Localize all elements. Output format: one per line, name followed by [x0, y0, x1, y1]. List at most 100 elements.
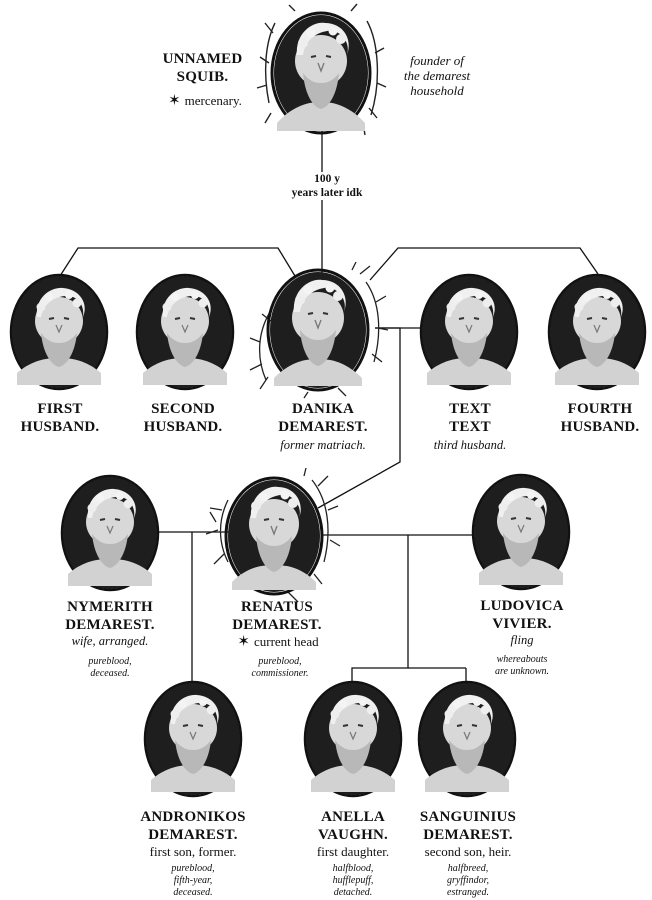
classical-statue-bust-portrait-icon: [205, 467, 341, 603]
time-gap-line1: 100 y: [314, 173, 340, 185]
danika-name-line1: DANIKA: [291, 401, 355, 417]
classical-statue-bust-portrait-icon: [9, 273, 109, 391]
classical-statue-bust-portrait-icon: [419, 273, 519, 391]
andronikos-portrait: [143, 680, 243, 798]
ludovica-portrait: [471, 473, 571, 591]
third-husband-role: third husband.: [433, 438, 507, 452]
second-husband-portrait: [135, 273, 235, 391]
ludovica-notes: whereabouts are unknown.: [472, 654, 572, 678]
renatus-portrait: [204, 467, 344, 604]
classical-statue-bust-portrait-icon: [417, 680, 517, 798]
anella-role: first daughter.: [316, 844, 390, 859]
anella-note3: detached.: [333, 887, 373, 898]
sanguinius-role: second son, heir.: [424, 844, 512, 859]
third-husband-line2: TEXT: [449, 419, 491, 435]
founder-note: founder of the demarest household: [392, 53, 482, 98]
second-husband-name: SECOND HUSBAND.: [133, 400, 233, 436]
asterisk-star-icon: ✶: [237, 634, 250, 650]
first-husband-portrait: [9, 273, 109, 391]
andronikos-note1: pureblood,: [171, 863, 215, 874]
fourth-husband-line1: FOURTH: [567, 401, 633, 417]
andronikos-note3: deceased.: [173, 887, 213, 898]
nymerith-role: wife, arranged.: [71, 634, 149, 648]
time-gap-line2: years later idk: [291, 187, 363, 199]
founder-role: ✶mercenary.: [150, 93, 260, 109]
anella-notes: halfblood, hufflepuff, detached.: [303, 863, 403, 899]
anella-name-line1: ANELLA: [321, 809, 385, 825]
andronikos-role: first son, former.: [149, 844, 237, 859]
fourth-husband-portrait: [547, 273, 647, 391]
founder-note-line2: the demarest: [403, 68, 471, 83]
founder-name-line1: UNNAMED: [162, 51, 243, 67]
renatus-name: RENATUS DEMAREST.: [222, 598, 332, 634]
sanguinius-name: SANGUINIUS DEMAREST.: [408, 808, 528, 844]
founder-note-line1: founder of: [410, 53, 464, 68]
andronikos-name: ANDRONIKOS DEMAREST.: [133, 808, 253, 844]
asterisk-star-icon: ✶: [168, 93, 181, 109]
classical-statue-bust-portrait-icon: [135, 273, 235, 391]
third-husband-line1: TEXT: [449, 401, 491, 417]
danika-portrait: [248, 261, 389, 399]
founder-role-text: mercenary.: [184, 93, 242, 108]
nymerith-note1: pureblood,: [88, 656, 132, 667]
classical-statue-bust-portrait-icon: [303, 680, 403, 798]
ludovica-name: LUDOVICA VIVIER.: [467, 597, 577, 633]
ludovica-name-line1: LUDOVICA: [480, 598, 564, 614]
classical-statue-bust-portrait-icon: [143, 680, 243, 798]
ludovica-note2: are unknown.: [494, 666, 550, 677]
nymerith-note2: deceased.: [90, 668, 130, 679]
renatus-note1: pureblood,: [258, 656, 302, 667]
anella-name-line2: VAUGHN.: [318, 827, 388, 843]
danika-name-line2: DEMAREST.: [278, 419, 368, 435]
classical-statue-bust-portrait-icon: [547, 273, 647, 391]
ludovica-role: fling: [510, 633, 534, 647]
renatus-name-line2: DEMAREST.: [232, 617, 322, 633]
danika-name: DANIKA DEMAREST.: [268, 400, 378, 436]
renatus-note2: commissioner.: [251, 668, 309, 679]
anella-note1: halfblood,: [332, 863, 374, 874]
anella-name: ANELLA VAUGHN.: [298, 808, 408, 844]
nymerith-name-line2: DEMAREST.: [65, 617, 155, 633]
nymerith-name-line1: NYMERITH: [67, 599, 153, 615]
sanguinius-note2: gryffindor,: [447, 875, 489, 886]
renatus-name-line1: RENATUS: [241, 599, 313, 615]
nymerith-notes: pureblood, deceased.: [60, 656, 160, 680]
anella-note2: hufflepuff,: [332, 875, 374, 886]
andronikos-name-line1: ANDRONIKOS: [140, 809, 246, 825]
andronikos-notes: pureblood, fifth-year, deceased.: [143, 863, 243, 899]
renatus-role-text: current head: [253, 634, 319, 649]
first-husband-line2: HUSBAND.: [20, 419, 100, 435]
renatus-role: ✶current head: [218, 634, 338, 650]
time-gap-note: 100 y years later idk: [282, 172, 372, 200]
second-husband-line1: SECOND: [151, 401, 215, 417]
classical-statue-bust-portrait-icon: [60, 474, 160, 592]
third-husband-portrait: [419, 273, 519, 391]
sanguinius-name-line2: DEMAREST.: [423, 827, 513, 843]
andronikos-note2: fifth-year,: [173, 875, 213, 886]
fourth-husband-name: FOURTH HUSBAND.: [548, 400, 652, 436]
classical-statue-bust-portrait-icon: [471, 473, 571, 591]
nymerith-name: NYMERITH DEMAREST.: [55, 598, 165, 634]
founder-note-line3: household: [410, 83, 464, 98]
founder-portrait: [255, 3, 387, 143]
fourth-husband-line2: HUSBAND.: [560, 419, 640, 435]
ludovica-name-line2: VIVIER.: [492, 616, 552, 632]
classical-statue-bust-portrait-icon: [249, 261, 389, 399]
founder-name: UNNAMED SQUIB.: [150, 50, 255, 86]
renatus-notes: pureblood, commissioner.: [230, 656, 330, 680]
danika-role: former matriach.: [280, 438, 366, 452]
anella-portrait: [303, 680, 403, 798]
sanguinius-note3: estranged.: [447, 887, 489, 898]
first-husband-name: FIRST HUSBAND.: [10, 400, 110, 436]
first-husband-line1: FIRST: [37, 401, 83, 417]
sanguinius-portrait: [417, 680, 517, 798]
nymerith-portrait: [60, 474, 160, 592]
third-husband-name: TEXT TEXT: [420, 400, 520, 436]
founder-name-line2: SQUIB.: [176, 69, 229, 85]
classical-statue-bust-portrait-icon: [256, 3, 387, 136]
andronikos-name-line2: DEMAREST.: [148, 827, 238, 843]
ludovica-note1: whereabouts: [496, 654, 548, 665]
sanguinius-name-line1: SANGUINIUS: [419, 809, 517, 825]
sanguinius-note1: halfbreed,: [447, 863, 489, 874]
